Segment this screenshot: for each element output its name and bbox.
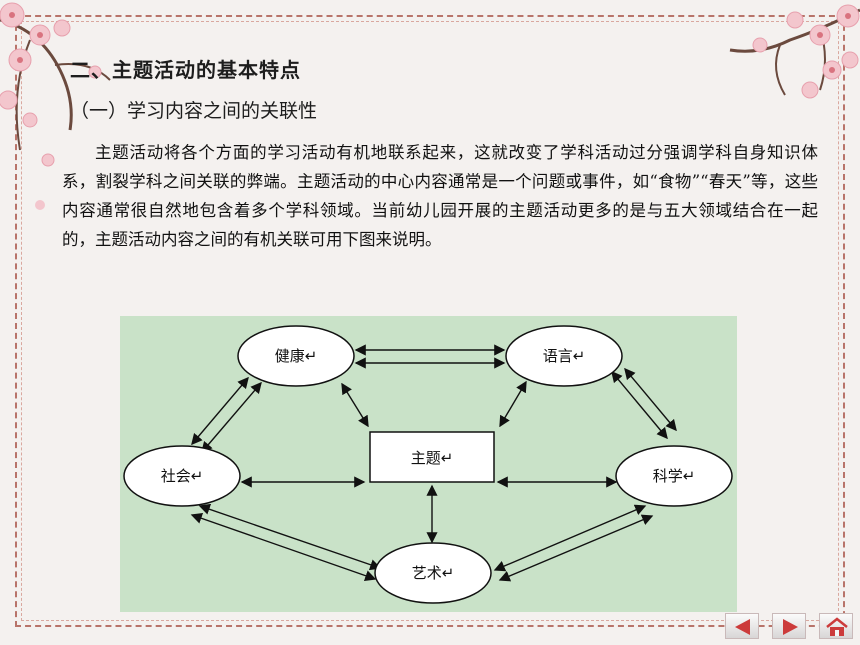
triangle-right-icon xyxy=(783,619,798,635)
art-label: 艺术↵ xyxy=(412,564,455,582)
body-paragraph: 主题活动将各个方面的学习活动有机地联系起来，这就改变了学科活动过分强调学科自身知… xyxy=(62,143,818,249)
art-node xyxy=(374,542,492,604)
center-label: 主题↵ xyxy=(411,449,454,467)
prev-button[interactable] xyxy=(725,613,759,639)
slide-frame-inner xyxy=(21,21,839,621)
slide-title: 二、主题活动的基本特点 xyxy=(70,58,301,82)
slide-frame xyxy=(15,15,845,627)
next-button[interactable] xyxy=(772,613,806,639)
blossom-branch-top-right xyxy=(729,4,860,99)
home-button[interactable] xyxy=(819,613,853,639)
home-icon xyxy=(826,617,848,636)
blossom-branch-top-left xyxy=(0,2,111,210)
language-label: 语言↵ xyxy=(543,347,586,365)
theme-relation-diagram: 主题↵ 健康↵ 语言↵ 社会↵ 科学↵ 艺术↵ xyxy=(120,316,737,612)
center-box xyxy=(369,431,495,483)
society-node xyxy=(123,445,241,507)
health-label: 健康↵ xyxy=(275,347,318,365)
section-subtitle: （一）学习内容之间的关联性 xyxy=(70,100,318,122)
health-node xyxy=(237,325,355,387)
science-node xyxy=(615,445,733,507)
science-label: 科学↵ xyxy=(653,467,696,485)
triangle-left-icon xyxy=(735,619,750,635)
language-node xyxy=(505,325,623,387)
society-label: 社会↵ xyxy=(161,467,204,485)
